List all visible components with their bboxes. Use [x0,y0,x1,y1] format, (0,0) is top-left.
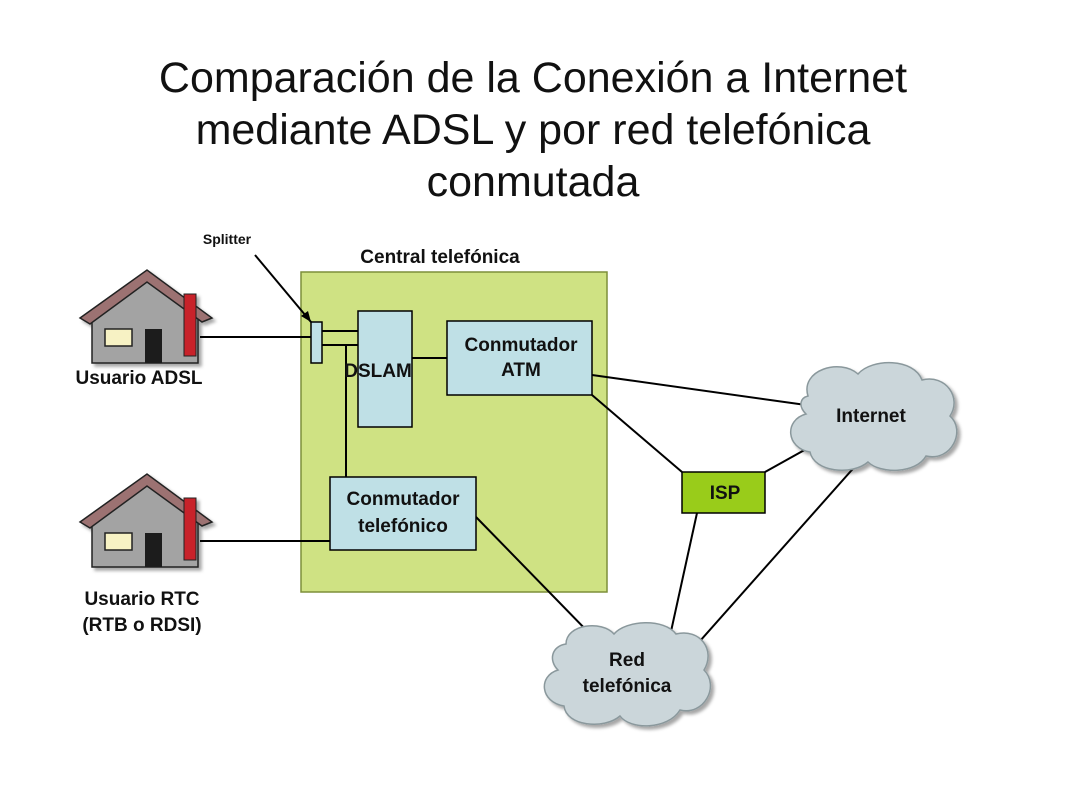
conmutador-telefonico-box [329,476,477,551]
line-conmutador-tel-to-red [475,516,593,637]
red-telefonica-label-2: telefónica [583,676,672,697]
internet-cloud [789,362,958,472]
usuario-adsl-label: Usuario ADSL [75,368,202,389]
splitter-pointer [254,254,312,323]
dslam-label: DSLAM [344,361,412,382]
slide-title: Comparación de la Conexión a Internet me… [60,52,1006,208]
line-isp-to-red [669,512,698,637]
line-internet-to-red [699,462,859,642]
red-telefonica-label-1: Red [609,650,645,671]
usuario-rtc-label-2: (RTB o RDSI) [82,615,201,636]
conmutador-telefonico-label-1: Conmutador [347,489,461,510]
line-atm-to-isp [591,394,683,473]
usuario-rtc-label-1: Usuario RTC [84,589,199,610]
conmutador-atm-box [446,320,593,396]
splitter-box [310,321,323,364]
central-telefonica-label: Central telefónica [360,247,520,268]
house-rtc-icon [78,473,214,568]
dslam-box [357,310,413,428]
title-line-2: mediante ADSL y por red telefónica [195,106,871,154]
conmutador-atm-label-2: ATM [501,360,541,381]
conmutador-telefonico-label-2: telefónico [358,516,448,537]
splitter-label: Splitter [203,231,252,247]
isp-label: ISP [710,483,741,504]
splitter-pointer-arrowhead [301,311,311,322]
red-telefonica-cloud [543,622,712,727]
title-line-3: conmutada [426,158,640,206]
house-adsl-icon [78,269,214,364]
line-atm-to-internet [591,374,807,406]
title-line-1: Comparación de la Conexión a Internet [158,54,908,102]
internet-label: Internet [836,406,906,427]
conmutador-atm-label-1: Conmutador [465,335,579,356]
isp-box [681,471,766,514]
